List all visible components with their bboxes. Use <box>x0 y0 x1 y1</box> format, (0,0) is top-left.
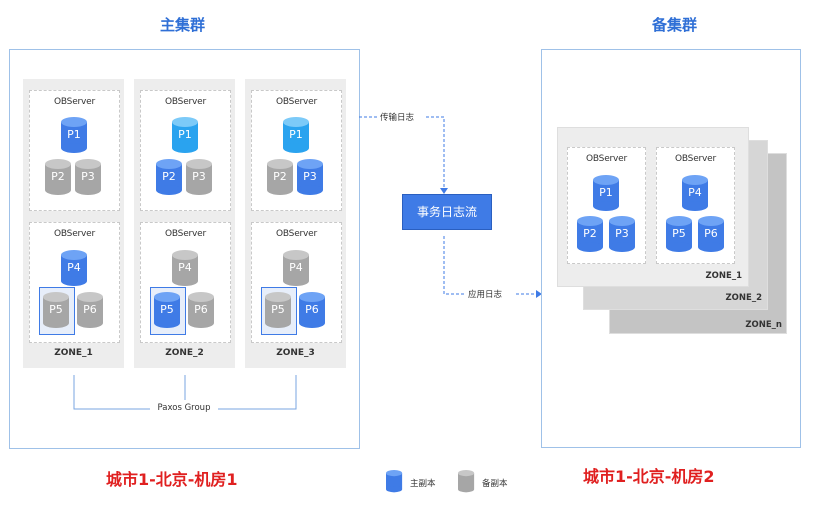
partition-p5: P5 <box>154 292 180 328</box>
paxos-line-left <box>73 375 150 410</box>
legend: 主副本 备副本 <box>386 470 526 496</box>
zone-label: ZONE_2 <box>165 348 204 358</box>
apply-line-a <box>443 236 465 295</box>
tx-log-stream-box: 事务日志流 <box>402 194 492 230</box>
observer-label: OBServer <box>53 229 95 239</box>
zone-1: OBServer P1 P2 P3 OBServer P4 P5 P6 ZONE… <box>23 79 124 368</box>
main-cluster-title: 主集群 <box>160 16 206 34</box>
observer-z3-bottom: OBServer P4 P5 P6 <box>251 222 342 343</box>
zone-label: ZONE_1 <box>705 271 742 281</box>
observer-z2-bottom: OBServer P4 P5 P6 <box>140 222 231 343</box>
partition-p4: P4 <box>172 250 198 286</box>
partition-p6: P6 <box>188 292 214 328</box>
partition-p1: P1 <box>593 175 619 211</box>
partition-p2: P2 <box>577 216 603 252</box>
standby-zone-1-card: OBServer P1 P2 P3 OBServer P4 P5 P6 ZONE… <box>557 127 749 287</box>
standby-observer-a: OBServer P1 P2 P3 <box>567 147 646 264</box>
observer-label: OBServer <box>164 229 206 239</box>
main-city-label: 城市1-北京-机房1 <box>106 470 238 489</box>
partition-p2: P2 <box>156 159 182 195</box>
partition-p4: P4 <box>682 175 708 211</box>
partition-p4: P4 <box>61 250 87 286</box>
observer-label: OBServer <box>164 97 206 107</box>
observer-z1-top: OBServer P1 P2 P3 <box>29 90 120 211</box>
partition-p1: P1 <box>61 117 87 153</box>
partition-p1: P1 <box>172 117 198 153</box>
zone-label: ZONE_n <box>745 320 782 330</box>
primary-replica-icon <box>386 470 403 493</box>
zone-label: ZONE_1 <box>54 348 93 358</box>
legend-primary-label: 主副本 <box>410 479 436 489</box>
partition-p3: P3 <box>186 159 212 195</box>
partition-p5: P5 <box>666 216 692 252</box>
legend-replica-label: 备副本 <box>482 479 508 489</box>
zone-label: ZONE_2 <box>725 293 762 303</box>
observer-label: OBServer <box>585 154 627 164</box>
partition-p6: P6 <box>77 292 103 328</box>
observer-label: OBServer <box>674 154 716 164</box>
replica-icon <box>458 470 475 493</box>
paxos-line-right <box>218 375 297 410</box>
observer-z3-top: OBServer P1 P2 P3 <box>251 90 342 211</box>
paxos-group-label: Paxos Group <box>157 403 211 413</box>
observer-z2-top: OBServer P1 P2 P3 <box>140 90 231 211</box>
arrow-down <box>440 188 448 194</box>
partition-p1: P1 <box>283 117 309 153</box>
observer-label: OBServer <box>275 229 317 239</box>
partition-p2: P2 <box>45 159 71 195</box>
zone-label: ZONE_3 <box>276 348 315 358</box>
partition-p6: P6 <box>698 216 724 252</box>
zone-2: OBServer P1 P2 P3 OBServer P4 P5 P6 ZONE… <box>134 79 235 368</box>
arrow-right <box>536 290 542 298</box>
observer-z1-bottom: OBServer P4 P5 P6 <box>29 222 120 343</box>
apply-log-label: 应用日志 <box>468 290 503 300</box>
standby-city-label: 城市1-北京-机房2 <box>583 467 715 486</box>
observer-label: OBServer <box>275 97 317 107</box>
partition-p6: P6 <box>299 292 325 328</box>
standby-cluster-title: 备集群 <box>652 16 698 34</box>
partition-p5: P5 <box>265 292 291 328</box>
partition-p4: P4 <box>283 250 309 286</box>
partition-p3: P3 <box>297 159 323 195</box>
zone-3: OBServer P1 P2 P3 OBServer P4 P5 P6 ZONE… <box>245 79 346 368</box>
observer-label: OBServer <box>53 97 95 107</box>
partition-p3: P3 <box>609 216 635 252</box>
ship-log-label: 传输日志 <box>380 113 415 123</box>
partition-p2: P2 <box>267 159 293 195</box>
partition-p5: P5 <box>43 292 69 328</box>
partition-p3: P3 <box>75 159 101 195</box>
ship-line-b <box>426 116 445 188</box>
standby-observer-b: OBServer P4 P5 P6 <box>656 147 735 264</box>
